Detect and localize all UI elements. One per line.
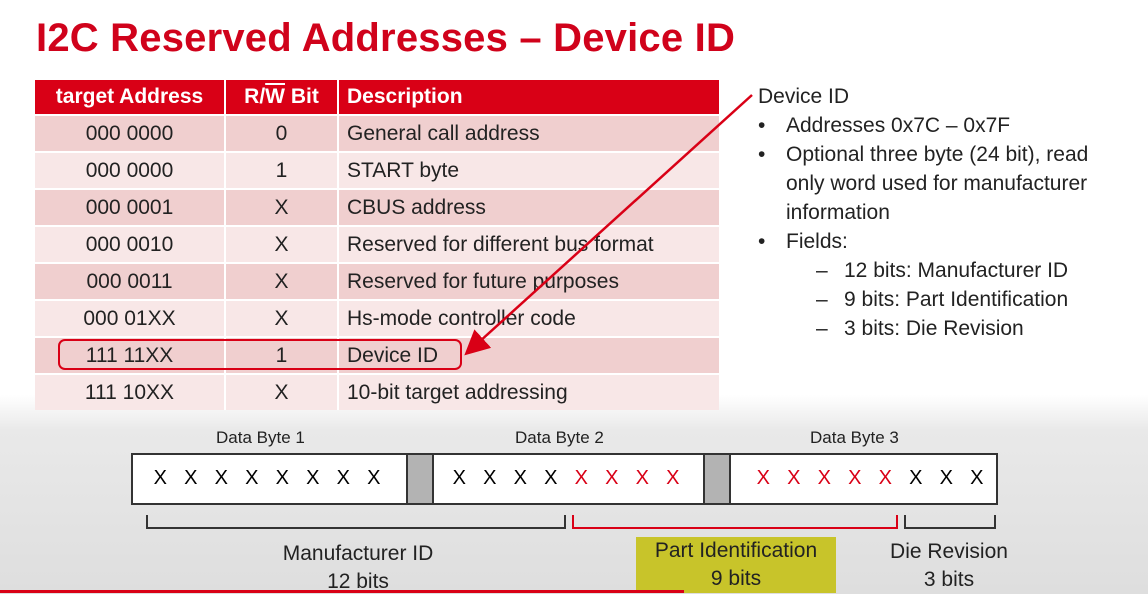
- table-row: 000 0010 X Reserved for different bus fo…: [35, 225, 719, 263]
- notes-bullet: Optional three byte (24 bit), read only …: [758, 140, 1088, 227]
- description-cell: Hs-mode controller code: [338, 299, 719, 337]
- rw-cell: X: [225, 188, 339, 226]
- die-revision-bracket: [904, 515, 996, 529]
- die-revision-bits: 3 bits: [923, 568, 975, 591]
- manufacturer-id-name: Manufacturer ID: [282, 542, 434, 565]
- data-byte-2-label: Data Byte 2: [515, 428, 604, 447]
- die-revision-label: Die Revision 3 bits: [870, 538, 1028, 594]
- bit: X: [544, 467, 558, 489]
- address-cell: 000 0010: [35, 225, 226, 263]
- die-revision-name: Die Revision: [890, 540, 1008, 563]
- part-id-bit: X: [787, 467, 801, 489]
- address-cell: 000 0011: [35, 262, 226, 300]
- manufacturer-id-bits: 12 bits: [327, 570, 389, 593]
- footer-accent-line: [0, 590, 684, 593]
- rw-cell: X: [225, 262, 339, 300]
- bit: X: [452, 467, 466, 489]
- header-rw-bit: R/W Bit: [225, 80, 339, 115]
- notes-bullet: Fields:: [758, 227, 1088, 256]
- notes-sub-bullet: 12 bits: Manufacturer ID: [758, 256, 1088, 285]
- table-header-row: target Address R/W Bit Description: [35, 80, 719, 115]
- address-cell: 111 10XX: [35, 373, 226, 410]
- notes-list: Addresses 0x7C – 0x7F Optional three byt…: [758, 111, 1088, 343]
- data-byte-3-label: Data Byte 3: [810, 428, 899, 447]
- rw-cell: 1: [225, 151, 339, 189]
- part-identification-name: Part Identification: [654, 539, 818, 562]
- manufacturer-id-label: Manufacturer ID 12 bits: [258, 540, 458, 596]
- header-target-address: target Address: [35, 80, 226, 115]
- header-rw-over: W: [265, 85, 285, 108]
- device-id-notes: Device ID Addresses 0x7C – 0x7F Optional…: [758, 82, 1088, 343]
- part-id-bracket: [572, 515, 898, 529]
- part-id-bit: X: [574, 467, 588, 489]
- description-cell: Reserved for different bus format: [338, 225, 719, 263]
- part-id-bit: X: [878, 467, 892, 489]
- bit: X: [336, 467, 350, 489]
- address-cell: 000 01XX: [35, 299, 226, 337]
- part-id-bit: X: [635, 467, 649, 489]
- manufacturer-bracket: [146, 515, 566, 529]
- header-description: Description: [338, 80, 719, 115]
- notes-bullet-line: information: [786, 201, 890, 224]
- description-cell: General call address: [338, 114, 719, 152]
- bit: X: [939, 467, 953, 489]
- notes-heading: Device ID: [758, 85, 850, 108]
- table-row: 111 10XX X 10-bit target addressing: [35, 373, 719, 410]
- notes-sub-bullet: 3 bits: Die Revision: [758, 314, 1088, 343]
- header-rw-prefix: R/: [244, 85, 266, 108]
- notes-bullet: Addresses 0x7C – 0x7F: [758, 111, 1088, 140]
- ack-separator: [703, 455, 731, 503]
- bit: X: [513, 467, 527, 489]
- part-identification-bits: 9 bits: [710, 567, 762, 590]
- rw-cell: 0: [225, 114, 339, 152]
- notes-bullet-line: Optional three byte (24 bit), read: [786, 143, 1089, 166]
- address-cell: 111 11XX: [35, 336, 226, 374]
- bit: X: [306, 467, 320, 489]
- bit: X: [970, 467, 984, 489]
- part-id-bit: X: [848, 467, 862, 489]
- notes-bullet-line: only word used for manufacturer: [786, 172, 1088, 195]
- bit: X: [909, 467, 923, 489]
- part-id-bit: X: [756, 467, 770, 489]
- bit: X: [483, 467, 497, 489]
- part-identification-label: Part Identification 9 bits: [636, 537, 836, 593]
- header-rw-suffix: Bit: [285, 85, 319, 108]
- table-row: 000 01XX X Hs-mode controller code: [35, 299, 719, 337]
- description-cell: START byte: [338, 151, 719, 189]
- address-cell: 000 0001: [35, 188, 226, 226]
- table-row: 000 0000 1 START byte: [35, 151, 719, 189]
- bit: X: [275, 467, 289, 489]
- address-cell: 000 0000: [35, 151, 226, 189]
- part-id-bit: X: [605, 467, 619, 489]
- data-byte-1-label: Data Byte 1: [216, 428, 305, 447]
- rw-cell: X: [225, 299, 339, 337]
- part-id-bit: X: [817, 467, 831, 489]
- address-cell: 000 0000: [35, 114, 226, 152]
- page-title: I2C Reserved Addresses – Device ID: [36, 16, 736, 60]
- rw-cell: 1: [225, 336, 339, 374]
- table-row: 000 0011 X Reserved for future purposes: [35, 262, 719, 300]
- bit: X: [214, 467, 228, 489]
- part-id-bit: X: [666, 467, 680, 489]
- description-cell: CBUS address: [338, 188, 719, 226]
- bit: X: [153, 467, 167, 489]
- ack-separator: [406, 455, 434, 503]
- rw-cell: X: [225, 373, 339, 410]
- rw-cell: X: [225, 225, 339, 263]
- description-cell: Reserved for future purposes: [338, 262, 719, 300]
- bit: X: [245, 467, 259, 489]
- notes-sub-bullet: 9 bits: Part Identification: [758, 285, 1088, 314]
- table-row: 000 0001 X CBUS address: [35, 188, 719, 226]
- device-id-row-highlight: [58, 339, 462, 370]
- bit: X: [367, 467, 381, 489]
- table-row: 000 0000 0 General call address: [35, 114, 719, 152]
- bit: X: [184, 467, 198, 489]
- description-cell: 10-bit target addressing: [338, 373, 719, 410]
